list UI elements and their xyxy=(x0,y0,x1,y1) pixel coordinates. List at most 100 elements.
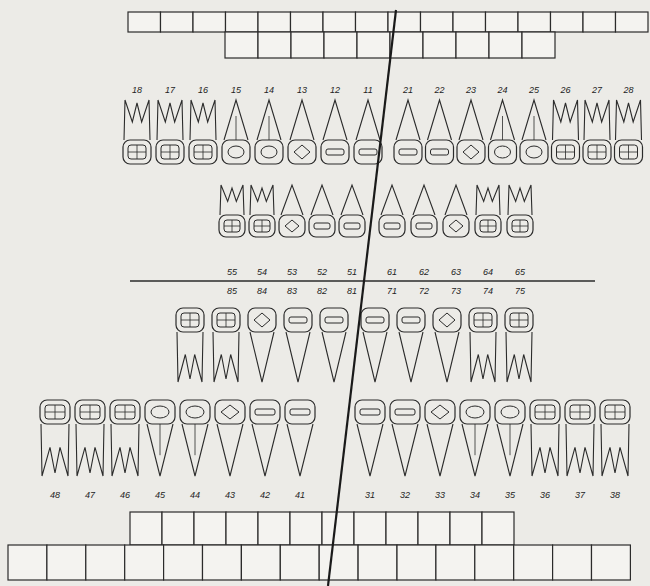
root-line xyxy=(534,116,535,140)
chart-cell xyxy=(423,32,456,58)
tooth-root xyxy=(508,185,532,215)
tooth-crown xyxy=(284,308,312,332)
chart-cell xyxy=(47,545,86,580)
tooth-number: 47 xyxy=(85,490,95,500)
occlusal-groove xyxy=(170,145,171,159)
root-line xyxy=(160,424,161,455)
tooth-crown xyxy=(520,140,548,164)
tooth-outline xyxy=(361,308,389,382)
crown-detail xyxy=(290,409,310,415)
crown-detail xyxy=(474,313,492,327)
crown-detail xyxy=(254,313,270,327)
tooth-root xyxy=(341,185,363,215)
tooth-number: 24 xyxy=(497,85,507,95)
tooth-outline xyxy=(250,400,280,476)
tooth-root xyxy=(217,424,243,476)
occlusal-groove xyxy=(520,220,521,232)
tooth-number: 45 xyxy=(155,490,165,500)
tooth-outline xyxy=(355,400,385,476)
tooth-crown xyxy=(248,308,276,332)
tooth-outline xyxy=(433,308,461,382)
chart-cell xyxy=(128,12,161,32)
occlusal-groove xyxy=(190,313,191,327)
tooth-outline xyxy=(284,308,312,382)
crown-detail xyxy=(495,146,511,158)
tooth-root xyxy=(250,185,274,215)
tooth-outline xyxy=(530,400,560,476)
tooth-number: 53 xyxy=(287,267,297,277)
tooth-outline xyxy=(219,185,245,237)
tooth-root xyxy=(506,332,532,382)
tooth-crown xyxy=(156,140,184,164)
crown-detail xyxy=(181,313,199,327)
tooth-number: 65 xyxy=(515,267,525,277)
tooth-number: 35 xyxy=(505,490,515,500)
crown-detail xyxy=(510,313,528,327)
tooth-outline xyxy=(255,100,283,164)
tooth-root xyxy=(584,100,610,140)
tooth-crown xyxy=(279,215,305,237)
tooth-outline xyxy=(552,100,580,164)
tooth-number: 37 xyxy=(575,490,585,500)
tooth-root xyxy=(459,100,483,140)
tooth-number: 61 xyxy=(387,267,397,277)
occlusal-groove xyxy=(55,405,56,419)
tooth-root xyxy=(435,332,459,382)
tooth-outline xyxy=(425,400,455,476)
tooth-root xyxy=(182,424,208,476)
tooth-outline xyxy=(222,100,250,164)
tooth-outline xyxy=(426,100,454,164)
occlusal-groove xyxy=(203,145,204,159)
tooth-outline xyxy=(249,185,275,237)
crown-detail xyxy=(161,145,179,159)
tooth-number: 42 xyxy=(260,490,270,500)
chart-cell xyxy=(489,32,522,58)
crown-detail xyxy=(80,405,100,419)
tooth-crown xyxy=(495,400,525,424)
tooth-number: 63 xyxy=(451,267,461,277)
tooth-number: 46 xyxy=(120,490,130,500)
tooth-root xyxy=(287,424,313,476)
tooth-crown xyxy=(460,400,490,424)
tooth-crown xyxy=(426,140,454,164)
tooth-crown xyxy=(583,140,611,164)
chart-cell xyxy=(290,512,322,545)
chart-cell xyxy=(226,12,259,32)
chart-cell xyxy=(553,545,592,580)
chart-cell xyxy=(616,12,649,32)
chart-cell xyxy=(436,545,475,580)
tooth-root xyxy=(470,332,496,382)
tooth-number: 64 xyxy=(483,267,493,277)
crown-detail xyxy=(395,409,415,415)
tooth-number: 85 xyxy=(227,286,237,296)
tooth-root xyxy=(497,424,523,476)
occlusal-groove xyxy=(125,405,126,419)
tooth-number: 83 xyxy=(287,286,297,296)
tooth-crown xyxy=(355,400,385,424)
tooth-number: 23 xyxy=(466,85,476,95)
chart-cell xyxy=(418,512,450,545)
tooth-number: 48 xyxy=(50,490,60,500)
root-line xyxy=(269,116,270,140)
tooth-root xyxy=(566,424,594,476)
chart-cell xyxy=(258,32,291,58)
occlusal-groove xyxy=(483,313,484,327)
chart-cell xyxy=(226,512,258,545)
tooth-number: 43 xyxy=(225,490,235,500)
tooth-crown xyxy=(397,308,425,332)
crown-detail xyxy=(194,145,212,159)
tooth-crown xyxy=(176,308,204,332)
tooth-number: 31 xyxy=(365,490,375,500)
crown-detail xyxy=(384,223,400,229)
tooth-crown xyxy=(321,140,349,164)
tooth-root xyxy=(323,100,347,140)
tooth-outline xyxy=(285,400,315,476)
crown-detail xyxy=(359,149,377,155)
tooth-crown xyxy=(339,215,365,237)
tooth-number: 52 xyxy=(317,267,327,277)
tooth-number: 34 xyxy=(470,490,480,500)
chart-cell xyxy=(322,512,354,545)
tooth-outline xyxy=(212,308,240,382)
tooth-crown xyxy=(145,400,175,424)
tooth-outline xyxy=(443,185,469,237)
